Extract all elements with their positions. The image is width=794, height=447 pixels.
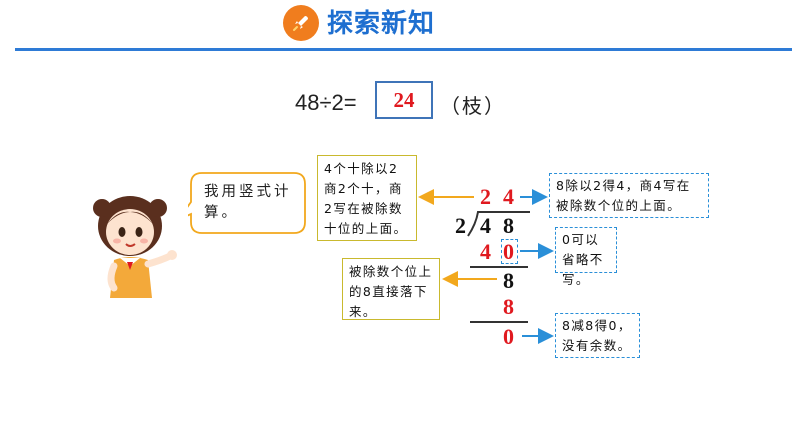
subtraction-line-1 [470, 266, 528, 268]
quotient-ones-digit: 4 [503, 184, 514, 209]
dividend-ones-digit: 8 [503, 213, 514, 238]
omit-zero-highlight [501, 239, 518, 264]
answer-box: 24 [375, 81, 433, 119]
speech-bubble [188, 172, 306, 234]
equation-unit: （枝） [440, 94, 506, 118]
division-bracket [467, 211, 530, 237]
divisor-digit: 2 [455, 213, 466, 238]
note-omit-zero: 0可以省略不写。 [555, 227, 617, 287]
answer-value: 24 [393, 87, 415, 112]
subtraction-line-2 [470, 321, 528, 323]
remainder-digit: 0 [503, 324, 514, 349]
step2-product: 8 [503, 294, 514, 319]
rocket-icon [293, 16, 308, 31]
note-bring-down: 被除数个位上的8直接落下来。 [342, 258, 440, 320]
rocket-logo [283, 5, 319, 41]
page-title: 探索新知 [327, 9, 436, 39]
speech-text: 我用竖式计算。 [204, 184, 292, 221]
brought-down-digit: 8 [503, 268, 514, 293]
girl-illustration [93, 196, 177, 298]
step1-product-tens: 4 [480, 239, 491, 264]
dividend-tens-digit: 4 [480, 213, 491, 238]
note-no-remainder: 8减8得0，没有余数。 [555, 313, 640, 358]
step1-product-zero: 0 [503, 239, 514, 264]
note-ones-step: 8除以2得4，商4写在被除数个位的上面。 [549, 173, 709, 218]
note-tens-step: 4个十除以2商2个十，商2写在被除数十位的上面。 [317, 155, 417, 241]
equation-expression: 48÷2= [295, 90, 357, 115]
quotient-tens-digit: 2 [480, 184, 491, 209]
header-divider [15, 48, 792, 51]
